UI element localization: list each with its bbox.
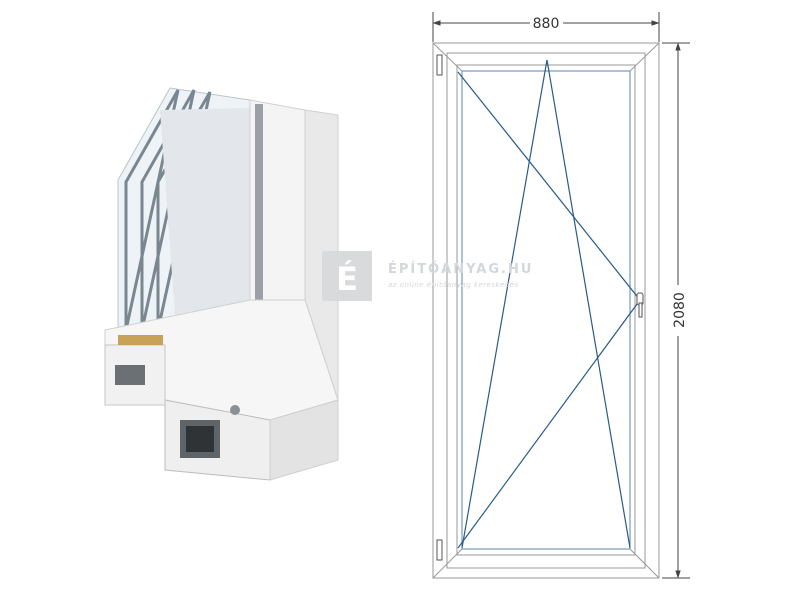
width-dimension (432, 12, 660, 42)
window-elevation (432, 42, 660, 579)
hinge-top-icon (436, 54, 443, 76)
opening-lines (457, 59, 641, 549)
height-dimension (662, 42, 690, 579)
height-label: 2080 (672, 292, 688, 328)
handle-icon (636, 292, 644, 318)
watermark-subtitle: az online építőanyag kereskedés (388, 281, 519, 289)
svg-text:É: É (336, 260, 358, 298)
hinge-bottom-icon (436, 539, 443, 561)
window-profile-render (104, 87, 339, 481)
watermark-title: ÉPÍTŐANYAG.HU (388, 262, 534, 277)
width-label: 880 (533, 16, 560, 32)
watermark-logo (322, 251, 372, 301)
